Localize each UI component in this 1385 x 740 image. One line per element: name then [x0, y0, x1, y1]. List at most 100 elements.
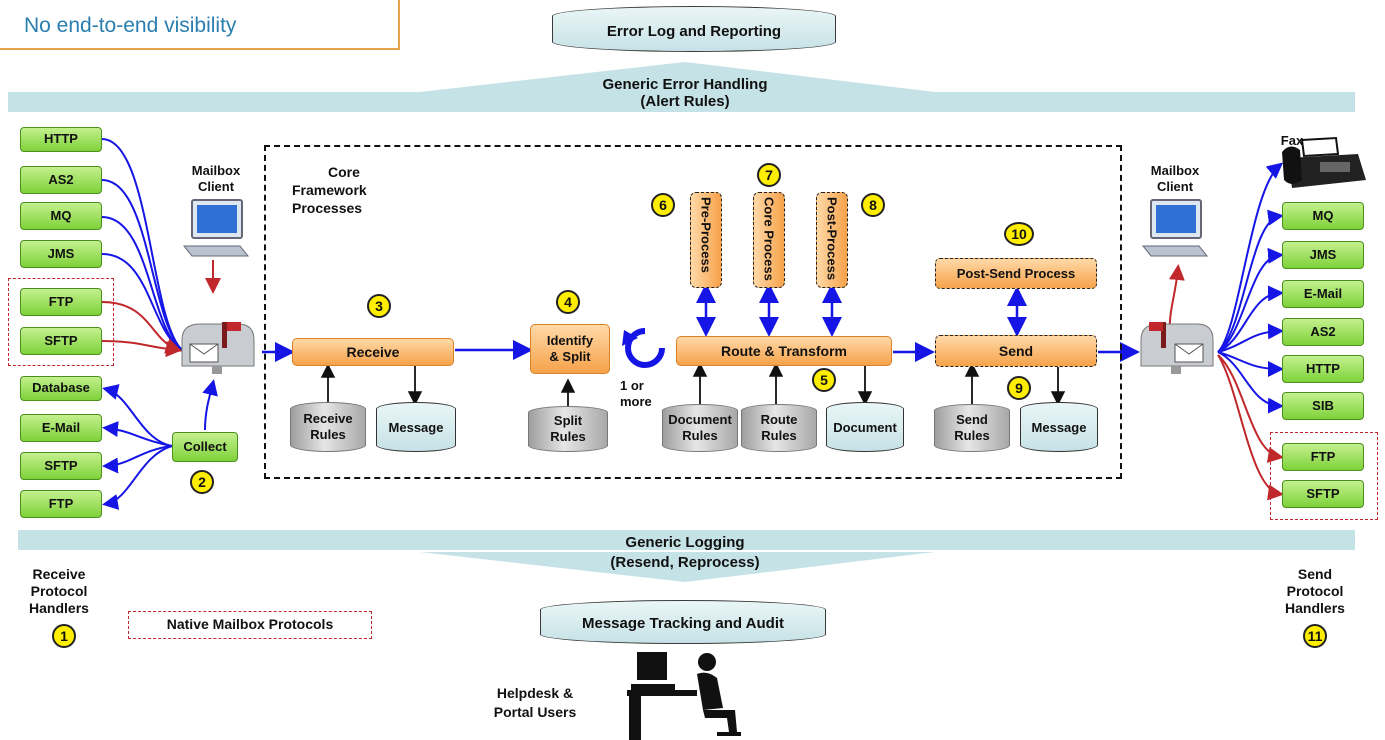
mailbox-client-left-line2: Client — [197, 179, 235, 194]
core-process-box: Core Process — [753, 192, 785, 288]
native-mailbox-legend: Native Mailbox Protocols — [128, 611, 372, 639]
left-protocol-as2: AS2 — [20, 166, 102, 194]
right-protocol-email: E-Mail — [1282, 280, 1364, 308]
receive-handlers-line1: Receive — [32, 566, 86, 582]
receive-handlers-line2: Protocol — [30, 583, 88, 599]
mailbox-client-right-line2: Client — [1156, 179, 1194, 194]
pre-process-box: Pre-Process — [690, 192, 722, 288]
send-handlers-label: Send Protocol Handlers — [1275, 566, 1355, 617]
core-label: Core Framework Processes — [292, 163, 412, 217]
right-protocol-as2: AS2 — [1282, 318, 1364, 346]
pre-process-label: Pre-Process — [698, 197, 714, 273]
logging-subtitle: (Resend, Reprocess) — [610, 554, 760, 571]
right-protocol-sftp: SFTP — [1282, 480, 1364, 508]
right-protocol-http: HTTP — [1282, 355, 1364, 383]
route-rules-db: Route Rules — [741, 404, 817, 452]
logging-arrow — [420, 552, 935, 582]
core-line3: Processes — [292, 200, 363, 216]
identify-line2: & Split — [549, 349, 591, 364]
error-handling-bar — [8, 92, 1355, 112]
right-protocol-ftp: FTP — [1282, 443, 1364, 471]
left-protocol-http: HTTP — [20, 127, 102, 152]
one-or-more-line2: more — [620, 394, 652, 409]
error-handling-title: Generic Error Handling — [602, 76, 768, 93]
collect-protocol-email: E-Mail — [20, 414, 102, 442]
left-protocol-ftp: FTP — [20, 288, 102, 316]
native-mailbox-group-right — [1270, 432, 1378, 520]
collect-button: Collect — [172, 432, 238, 462]
receive-rules-line2: Rules — [310, 427, 346, 442]
badge-6: 6 — [651, 193, 675, 217]
post-send-process: Post-Send Process — [935, 258, 1097, 289]
message-db-2: Message — [1020, 402, 1098, 452]
logging-title: Generic Logging — [625, 534, 745, 551]
collect-protocol-ftp: FTP — [20, 490, 102, 518]
post-process-label: Post-Process — [824, 197, 840, 281]
left-protocol-jms: JMS — [20, 240, 102, 268]
logging-bar — [18, 530, 1355, 550]
tracking-db: Message Tracking and Audit — [540, 600, 826, 644]
receive-handlers-label: Receive Protocol Handlers — [14, 566, 104, 617]
one-or-more-line1: 1 or — [620, 378, 644, 393]
send-handlers-line1: Send — [1297, 566, 1333, 582]
identify-split-process: Identify & Split — [530, 324, 610, 374]
right-protocol-mq: MQ — [1282, 202, 1364, 230]
error-handling-subtitle: (Alert Rules) — [640, 93, 730, 110]
badge-8: 8 — [861, 193, 885, 217]
message-db-1: Message — [376, 402, 456, 452]
computer-icon-left — [182, 199, 250, 257]
computer-icon-right — [1141, 199, 1209, 257]
route-transform-process: Route & Transform — [676, 336, 892, 366]
receive-handlers-line3: Handlers — [29, 600, 89, 616]
badge-4: 4 — [556, 290, 580, 314]
error-handling-label: Generic Error Handling (Alert Rules) — [530, 76, 840, 110]
badge-3: 3 — [367, 294, 391, 318]
document-rules-line1: Document — [668, 412, 732, 427]
mailbox-icon-right — [1140, 322, 1214, 374]
helpdesk-line1: Helpdesk & — [496, 685, 574, 701]
core-line2: Framework — [292, 182, 367, 198]
error-handling-arrow — [420, 62, 935, 92]
fax-label: Fax — [1280, 133, 1304, 148]
send-handlers-line3: Handlers — [1285, 600, 1345, 616]
mailbox-client-left-line1: Mailbox — [191, 163, 241, 178]
badge-7: 7 — [757, 163, 781, 187]
route-rules-line2: Rules — [761, 428, 797, 443]
badge-9: 9 — [1007, 376, 1031, 400]
helpdesk-line2: Portal Users — [493, 704, 577, 720]
receive-process: Receive — [292, 338, 454, 366]
helpdesk-user-icon — [627, 652, 741, 740]
receive-rules-db: Receive Rules — [290, 402, 366, 452]
mailbox-client-right-line1: Mailbox — [1150, 163, 1200, 178]
badge-10: 10 — [1004, 222, 1034, 246]
mailbox-client-left-label: Mailbox Client — [176, 163, 256, 195]
route-rules-line1: Route — [760, 412, 798, 427]
banner: No end-to-end visibility — [0, 0, 400, 50]
receive-rules-line1: Receive — [303, 411, 353, 426]
loop-icon — [622, 328, 665, 368]
badge-2: 2 — [190, 470, 214, 494]
post-process-box: Post-Process — [816, 192, 848, 288]
error-log-label: Error Log and Reporting — [606, 23, 782, 40]
tracking-label: Message Tracking and Audit — [582, 615, 784, 632]
identify-line1: Identify — [546, 333, 594, 348]
error-log-db: Error Log and Reporting — [552, 6, 836, 52]
split-rules-db: Split Rules — [528, 406, 608, 452]
mailbox-client-right-label: Mailbox Client — [1135, 163, 1215, 195]
split-rules-line1: Split — [553, 413, 583, 428]
document-db: Document — [826, 402, 904, 452]
send-process: Send — [935, 335, 1097, 367]
send-rules-line2: Rules — [954, 428, 990, 443]
send-handlers-line2: Protocol — [1286, 583, 1344, 599]
right-protocol-jms: JMS — [1282, 241, 1364, 269]
core-process-label: Core Process — [761, 197, 777, 281]
send-rules-db: Send Rules — [934, 404, 1010, 452]
badge-1: 1 — [52, 624, 76, 648]
core-framework-region — [264, 145, 1122, 479]
fax-icon — [1282, 136, 1366, 188]
document-rules-db: Document Rules — [662, 404, 738, 452]
mailbox-icon-left — [181, 322, 255, 374]
badge-5: 5 — [812, 368, 836, 392]
send-rules-line1: Send — [956, 412, 988, 427]
